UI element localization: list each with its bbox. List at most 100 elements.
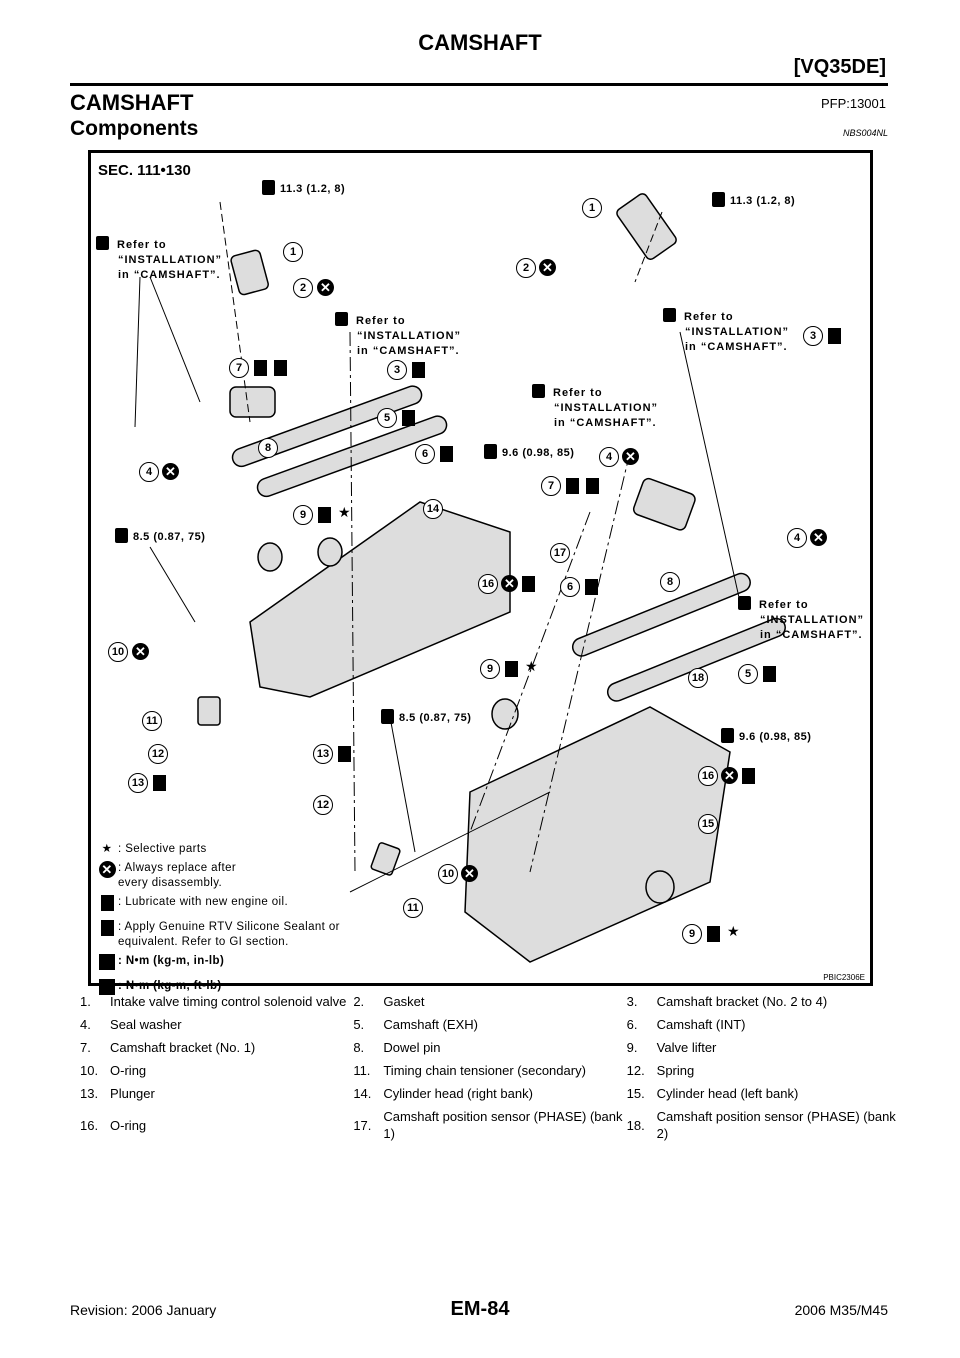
- part-number: 3.: [626, 994, 638, 1009]
- callout-3: 3: [803, 326, 823, 346]
- callout-13: 13: [313, 744, 333, 764]
- revision-date: Revision: 2006 January: [70, 1302, 217, 1318]
- callout-18: 18: [688, 668, 708, 688]
- part-name: Camshaft (EXH): [383, 1017, 478, 1032]
- oil-icon: [828, 328, 841, 344]
- part-name: Cylinder head (right bank): [383, 1086, 533, 1101]
- torque-label: 11.3 (1.2, 8): [712, 192, 795, 207]
- star-icon: ★: [101, 843, 113, 855]
- callout-12: 12: [313, 795, 333, 815]
- table-row: 7.Camshaft bracket (No. 1) 8.Dowel pin 9…: [80, 1036, 900, 1059]
- refer-line: in “CAMSHAFT”.: [554, 417, 657, 429]
- legend-text: : Apply Genuine RTV Silicone Sealant or …: [118, 921, 340, 948]
- refer-line: “INSTALLATION”: [554, 402, 659, 414]
- torque-ftlb-icon: [96, 979, 118, 1000]
- callout-7: 7: [541, 476, 561, 496]
- refer-installation-note: Refer to “INSTALLATION” in “CAMSHAFT”.: [663, 308, 789, 355]
- oil-icon: [707, 926, 720, 942]
- part-number: 5.: [353, 1017, 365, 1032]
- part-name: Valve lifter: [656, 1040, 717, 1055]
- engine-code: [VQ35DE]: [793, 56, 886, 78]
- star-icon: ★: [525, 658, 538, 674]
- callout-4: 4: [787, 528, 807, 548]
- replace-icon: ✕: [461, 865, 478, 882]
- callout-9: 9: [480, 659, 500, 679]
- replace-icon: ✕: [96, 861, 118, 891]
- refer-line: “INSTALLATION”: [357, 330, 462, 342]
- legend-item: : Lubricate with new engine oil.: [96, 895, 350, 916]
- legend-text: : Selective parts: [118, 843, 207, 855]
- part-number: 17.: [353, 1117, 372, 1133]
- part-name: Spring: [656, 1063, 695, 1078]
- refer-line: Refer to: [335, 312, 461, 329]
- refer-installation-note: Refer to “INSTALLATION” in “CAMSHAFT”.: [532, 384, 658, 431]
- refer-line: in “CAMSHAFT”.: [760, 629, 863, 641]
- legend-item: ★ : Selective parts: [96, 842, 350, 857]
- torque-label: 11.3 (1.2, 8): [262, 180, 345, 195]
- part-name: O-ring: [110, 1117, 147, 1133]
- part-name: Camshaft position sensor (PHASE) (bank 1…: [383, 1109, 623, 1141]
- callout-10: 10: [438, 864, 458, 884]
- part-number: 15.: [626, 1086, 645, 1101]
- callout-15: 15: [698, 814, 718, 834]
- refer-line: “INSTALLATION”: [685, 326, 790, 338]
- refer-installation-note: Refer to “INSTALLATION” in “CAMSHAFT”.: [738, 596, 864, 643]
- part-number: 6.: [626, 1017, 638, 1032]
- symbol-legend: ★ : Selective parts ✕: Always replace aft…: [96, 842, 350, 1004]
- replace-icon: ✕: [810, 529, 827, 546]
- cylinder-head-right-bank: [249, 501, 511, 698]
- torque-inlb-icon: [96, 954, 118, 975]
- sealant-icon: [586, 478, 599, 494]
- part-name: Seal washer: [110, 1017, 182, 1032]
- callout-4: 4: [139, 462, 159, 482]
- oil-icon: [566, 478, 579, 494]
- part-number: 4.: [80, 1017, 91, 1032]
- callout-2: 2: [293, 278, 313, 298]
- component-diagram: SEC. 111•130 11.3 (1.2, 8) 11.3 (1.2, 8)…: [88, 150, 873, 995]
- refer-installation-note: Refer to “INSTALLATION” in “CAMSHAFT”.: [335, 312, 461, 359]
- oil-icon: [742, 768, 755, 784]
- replace-icon: ✕: [501, 575, 518, 592]
- callout-6: 6: [560, 577, 580, 597]
- torque-label: 8.5 (0.87, 75): [115, 528, 205, 543]
- part-name: Camshaft position sensor (PHASE) (bank 2…: [656, 1109, 896, 1141]
- refer-line: Refer to: [738, 596, 864, 613]
- refer-line: Refer to: [532, 384, 658, 401]
- callout-10: 10: [108, 642, 128, 662]
- part-name: Gasket: [383, 994, 425, 1009]
- replace-icon: ✕: [162, 463, 179, 480]
- subsection-title: Components: [70, 117, 199, 140]
- part-number: 2.: [353, 994, 365, 1009]
- callout-1: 1: [582, 198, 602, 218]
- oil-icon: [338, 746, 351, 762]
- refer-installation-note: Refer to “INSTALLATION” in “CAMSHAFT”.: [96, 236, 222, 283]
- callout-5: 5: [377, 408, 397, 428]
- callout-3: 3: [387, 360, 407, 380]
- refer-line: in “CAMSHAFT”.: [118, 269, 221, 281]
- part-name: Cylinder head (left bank): [656, 1086, 799, 1101]
- torque-label: 8.5 (0.87, 75): [381, 709, 471, 724]
- legend-item: ✕: Always replace after every disassembl…: [96, 861, 350, 891]
- callout-16: 16: [478, 574, 498, 594]
- table-row: 1.Intake valve timing control solenoid v…: [80, 990, 900, 1013]
- tensioner-right: [370, 842, 401, 876]
- part-number: 14.: [353, 1086, 372, 1101]
- solenoid-left: [230, 249, 269, 296]
- legend-text: : Always replace after every disassembly…: [118, 862, 237, 889]
- part-name: O-ring: [110, 1063, 147, 1078]
- exploded-view-drawing: [134, 193, 786, 963]
- table-row: 4.Seal washer 5.Camshaft (EXH) 6.Camshaf…: [80, 1013, 900, 1036]
- part-name: Dowel pin: [383, 1040, 441, 1055]
- part-name: Plunger: [110, 1086, 155, 1101]
- callout-14: 14: [423, 499, 443, 519]
- callout-16: 16: [698, 766, 718, 786]
- legend-item: : N•m (kg-m, in-lb): [96, 954, 350, 975]
- callout-8: 8: [258, 438, 278, 458]
- callout-9: 9: [682, 924, 702, 944]
- oil-icon: [318, 507, 331, 523]
- running-header-title: CAMSHAFT: [418, 30, 542, 55]
- part-name: Camshaft bracket (No. 1): [110, 1040, 256, 1055]
- oil-icon: [585, 579, 598, 595]
- table-row: 10.O-ring 11.Timing chain tensioner (sec…: [80, 1059, 900, 1082]
- oil-icon: [412, 362, 425, 378]
